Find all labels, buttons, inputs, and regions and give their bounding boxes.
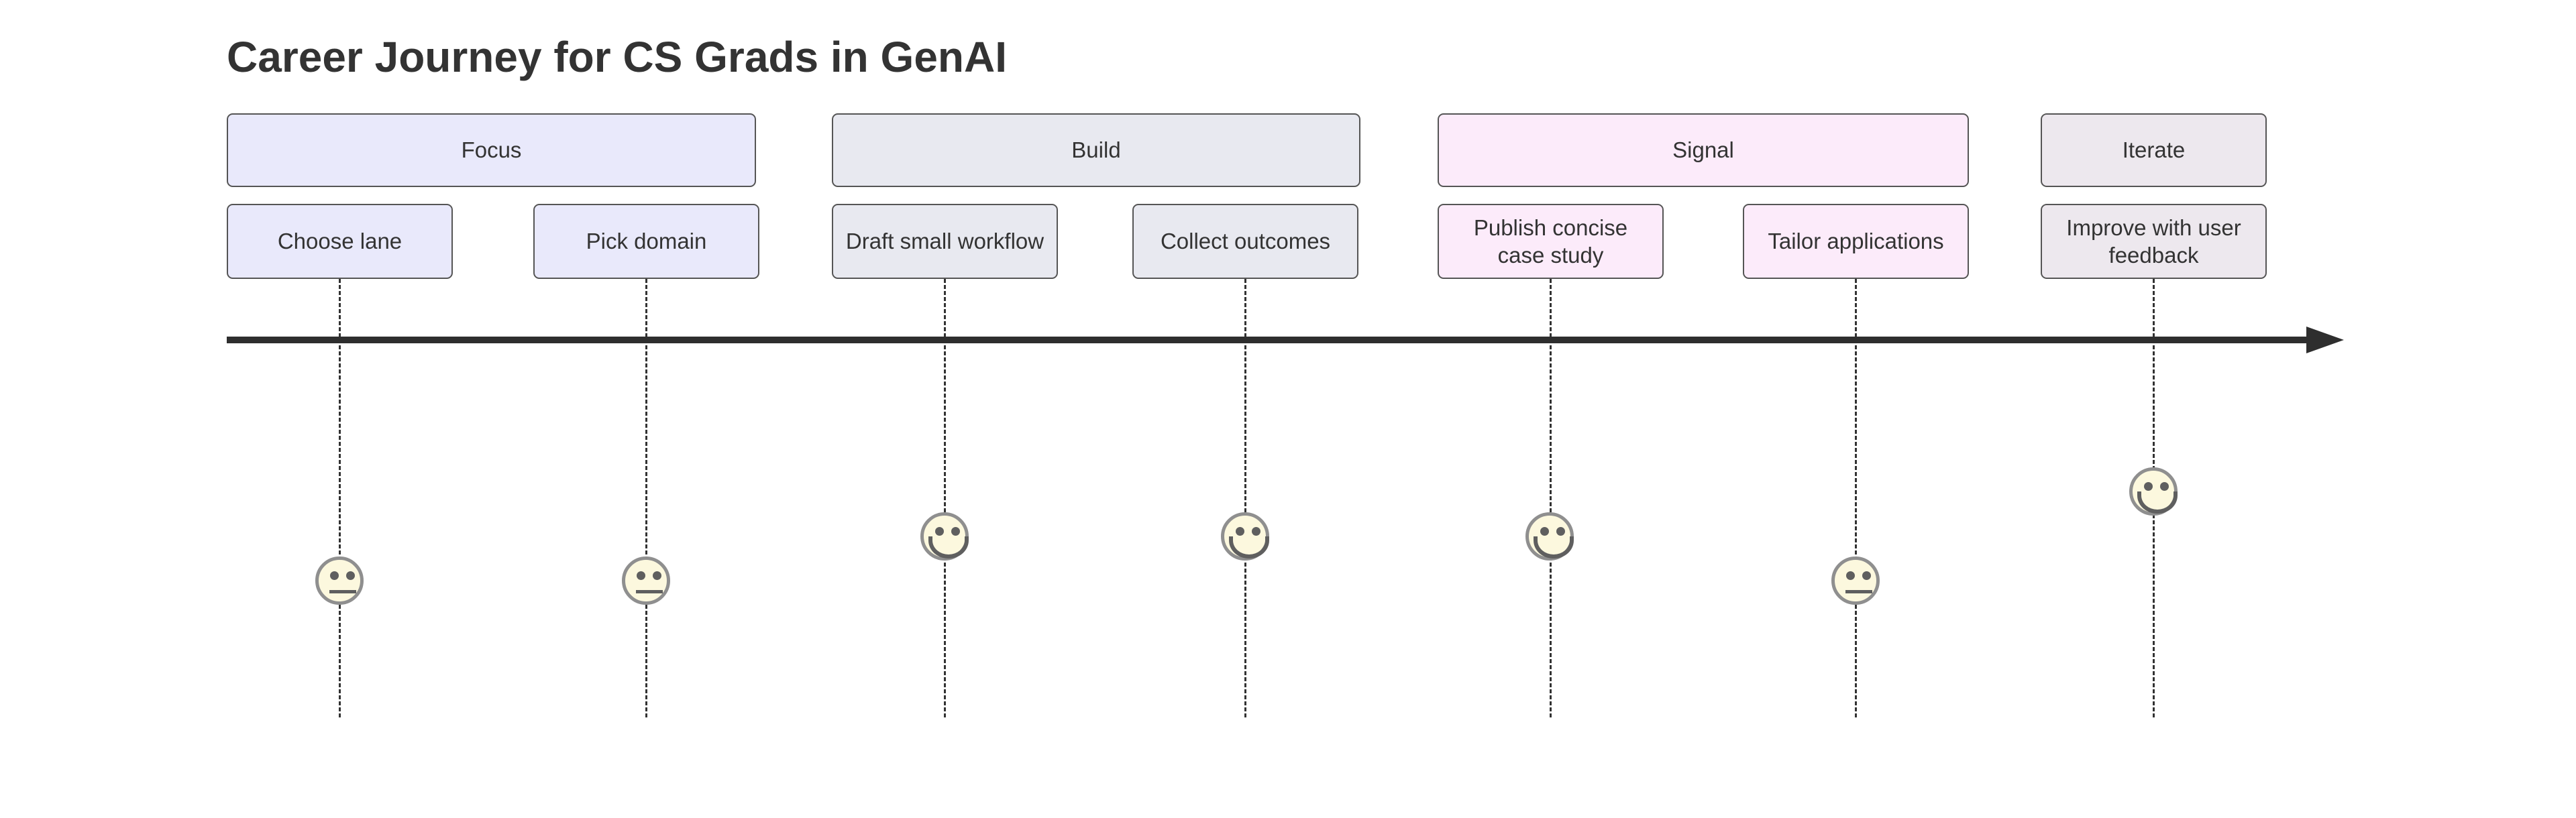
eye-dot <box>2144 482 2153 491</box>
eye-dot <box>935 527 944 536</box>
neutral-mouth <box>636 590 663 593</box>
task-label: Collect outcomes <box>1160 229 1331 254</box>
task-connector-line <box>1855 279 1857 717</box>
neutral-face-icon <box>622 557 670 605</box>
smile-mouth <box>2137 491 2178 514</box>
task-box-improve-with-user-feedback: Improve with user feedback <box>2041 204 2267 279</box>
eye-dot <box>1540 527 1549 536</box>
eye-dot <box>1252 527 1260 536</box>
task-label: Pick domain <box>586 229 707 254</box>
eye-dot <box>951 527 960 536</box>
eye-dot <box>2160 482 2169 491</box>
page-title: Career Journey for CS Grads in GenAI <box>227 33 1007 81</box>
smiley-face-icon <box>1525 512 1574 561</box>
timeline-arrowhead-icon <box>2306 327 2344 353</box>
section-box-build: Build <box>832 113 1360 187</box>
section-label: Signal <box>1672 137 1734 163</box>
section-box-signal: Signal <box>1438 113 1969 187</box>
timeline-line <box>227 337 2310 343</box>
eye-dot <box>1236 527 1244 536</box>
eye-dot <box>637 571 645 580</box>
eye-dot <box>1846 571 1855 580</box>
task-label: Tailor applications <box>1768 229 1944 254</box>
eye-dot <box>1862 571 1871 580</box>
smile-mouth <box>1229 536 1269 559</box>
task-box-collect-outcomes: Collect outcomes <box>1132 204 1358 279</box>
task-box-publish-concise-case-study: Publish concise case study <box>1438 204 1664 279</box>
task-connector-line <box>1550 279 1552 717</box>
task-connector-line <box>1244 279 1246 717</box>
section-box-iterate: Iterate <box>2041 113 2267 187</box>
eye-dot <box>1556 527 1565 536</box>
section-label: Build <box>1071 137 1121 163</box>
neutral-mouth <box>1845 590 1872 593</box>
task-label: Draft small workflow <box>845 229 1044 254</box>
neutral-mouth <box>329 590 356 593</box>
task-connector-line <box>944 279 946 717</box>
smile-mouth <box>1534 536 1574 559</box>
task-label: Choose lane <box>277 229 402 254</box>
neutral-face-icon <box>1831 557 1880 605</box>
task-box-pick-domain: Pick domain <box>533 204 759 279</box>
task-label: Improve with user feedback <box>2066 215 2241 268</box>
task-box-choose-lane: Choose lane <box>227 204 453 279</box>
task-label: Publish concise case study <box>1473 215 1628 268</box>
task-box-tailor-applications: Tailor applications <box>1743 204 1969 279</box>
smile-mouth <box>928 536 969 559</box>
task-connector-line <box>645 279 647 717</box>
neutral-face-icon <box>315 557 364 605</box>
smiley-face-icon <box>1221 512 1269 561</box>
smiley-face-icon <box>920 512 969 561</box>
task-connector-line <box>339 279 341 717</box>
smiley-face-icon <box>2129 467 2178 516</box>
eye-dot <box>330 571 339 580</box>
section-label: Focus <box>461 137 522 163</box>
section-label: Iterate <box>2122 137 2186 163</box>
eye-dot <box>653 571 661 580</box>
section-box-focus: Focus <box>227 113 756 187</box>
task-box-draft-small-workflow: Draft small workflow <box>832 204 1058 279</box>
eye-dot <box>346 571 355 580</box>
